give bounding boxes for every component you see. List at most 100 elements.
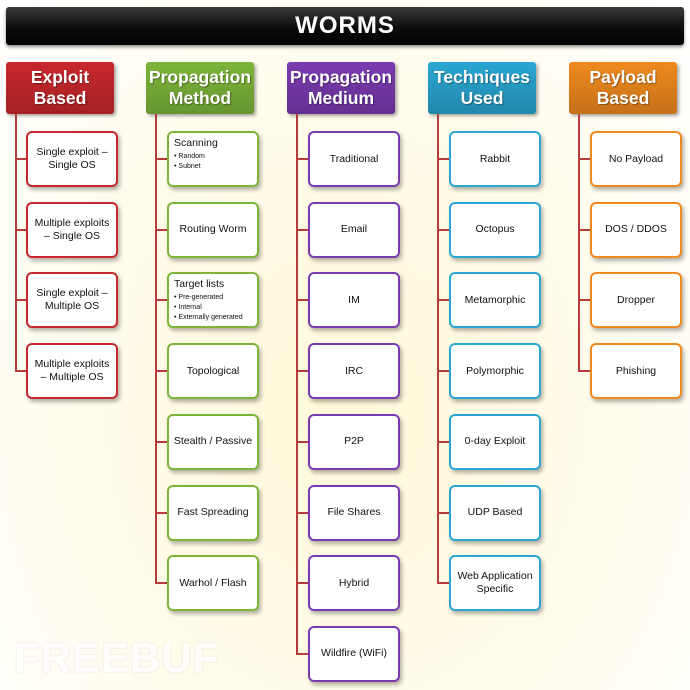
category-label: Topological xyxy=(186,364,240,377)
column-header-techniques: Techniques Used xyxy=(428,62,536,114)
connector-branch xyxy=(437,370,449,373)
category-box: Single exploit – Single OS xyxy=(26,131,118,187)
category-label: Email xyxy=(340,223,368,236)
category-box: Single exploit – Multiple OS xyxy=(26,272,118,329)
subcategory-item: Pre-generated xyxy=(174,293,252,303)
connector-branch xyxy=(578,158,590,160)
connector-branch xyxy=(15,228,26,231)
connector-branch xyxy=(296,228,308,231)
diagram-title: WORMS xyxy=(6,7,684,45)
subcategory-item: Random xyxy=(174,152,252,162)
category-label: Wildfire (WiFi) xyxy=(321,647,387,660)
category-box: Rabbit xyxy=(449,131,541,187)
category-label: UDP Based xyxy=(467,506,523,518)
connector-branch xyxy=(155,370,167,373)
category-label: Octopus xyxy=(475,223,515,236)
category-box: Polymorphic xyxy=(449,343,541,400)
connector-branch xyxy=(155,228,167,231)
connector-branch xyxy=(437,440,449,443)
category-box: Routing Worm xyxy=(167,201,259,258)
category-label: DOS / DDOS xyxy=(605,223,667,236)
category-box: Topological xyxy=(167,343,259,400)
category-box: Multiple exploits – Single OS xyxy=(26,201,118,258)
subcategory-item: Externally generated xyxy=(174,313,252,323)
category-label: Dropper xyxy=(617,293,655,306)
connector-line xyxy=(578,114,580,372)
category-box: P2P xyxy=(308,413,400,470)
category-box: No Payload xyxy=(590,131,682,187)
category-box: Metamorphic xyxy=(449,272,541,329)
connector-branch xyxy=(578,299,590,302)
connector-branch xyxy=(296,511,308,514)
category-box: DOS / DDOS xyxy=(590,201,682,258)
category-box: Fast Spreading xyxy=(167,484,259,541)
category-label: Stealth / Passive xyxy=(173,435,253,448)
connector-branch xyxy=(296,440,308,443)
category-box: Dropper xyxy=(590,272,682,329)
category-label: Metamorphic xyxy=(464,293,526,306)
category-box: Multiple exploits – Multiple OS xyxy=(26,343,118,400)
column-header-propagation-method: Propagation Method xyxy=(146,62,254,114)
connector-branch xyxy=(155,158,167,160)
category-box: UDP Based xyxy=(449,484,541,541)
category-box: Hybrid xyxy=(308,555,400,612)
category-box: Target listsPre-generatedInternalExterna… xyxy=(167,272,259,329)
category-box: Email xyxy=(308,201,400,258)
connector-branch xyxy=(296,652,308,655)
connector-branch xyxy=(296,299,308,302)
category-label: Web Application Specific xyxy=(457,570,533,596)
category-label: Polymorphic xyxy=(466,364,524,377)
category-label: Target lists xyxy=(174,278,225,291)
category-box: 0-day Exploit xyxy=(449,413,541,470)
watermark-logo: FREEBUF xyxy=(14,634,220,681)
category-label: Hybrid xyxy=(338,576,370,589)
subcategory-item: Subnet xyxy=(174,162,252,172)
category-label: Routing Worm xyxy=(179,223,247,236)
category-label: Multiple exploits – Multiple OS xyxy=(34,358,110,384)
category-label: No Payload xyxy=(608,152,664,165)
connector-line xyxy=(155,114,157,584)
category-box: Stealth / Passive xyxy=(167,413,259,470)
connector-branch xyxy=(155,582,167,585)
column-header-propagation-medium: Propagation Medium xyxy=(287,62,395,114)
connector-branch xyxy=(437,158,449,160)
connector-branch xyxy=(578,228,590,231)
connector-branch xyxy=(155,299,167,302)
connector-branch xyxy=(15,158,26,160)
category-label: IM xyxy=(348,293,360,306)
category-box: Octopus xyxy=(449,201,541,258)
category-box: ScanningRandomSubnet xyxy=(167,131,259,187)
category-label: Single exploit – Multiple OS xyxy=(36,287,108,313)
category-box: IM xyxy=(308,272,400,329)
connector-branch xyxy=(296,158,308,160)
category-label: Rabbit xyxy=(479,152,511,165)
connector-branch xyxy=(155,511,167,514)
category-box: Web Application Specific xyxy=(449,555,541,612)
subcategory-list: Pre-generatedInternalExternally generate… xyxy=(174,293,252,323)
category-label: 0-day Exploit xyxy=(464,435,526,448)
connector-line xyxy=(296,114,298,654)
category-label: P2P xyxy=(344,435,364,448)
category-label: Fast Spreading xyxy=(177,506,249,518)
connector-branch xyxy=(437,228,449,231)
category-box: File Shares xyxy=(308,484,400,541)
subcategory-list: RandomSubnet xyxy=(174,152,252,172)
category-box: IRC xyxy=(308,343,400,400)
connector-branch xyxy=(15,370,26,373)
connector-branch xyxy=(437,299,449,302)
category-label: Multiple exploits – Single OS xyxy=(34,216,110,242)
category-box: Phishing xyxy=(590,343,682,400)
category-label: Single exploit – Single OS xyxy=(36,146,108,171)
category-box: Wildfire (WiFi) xyxy=(308,625,400,682)
column-header-exploit: Exploit Based xyxy=(6,62,114,114)
column-header-payload: Payload Based xyxy=(569,62,677,114)
category-box: Warhol / Flash xyxy=(167,555,259,612)
category-box: Traditional xyxy=(308,131,400,187)
connector-branch xyxy=(437,582,449,585)
category-label: Traditional xyxy=(329,152,379,165)
connector-branch xyxy=(578,370,590,373)
connector-branch xyxy=(15,299,26,302)
connector-branch xyxy=(296,582,308,585)
connector-branch xyxy=(155,440,167,443)
connector-line xyxy=(15,114,17,372)
